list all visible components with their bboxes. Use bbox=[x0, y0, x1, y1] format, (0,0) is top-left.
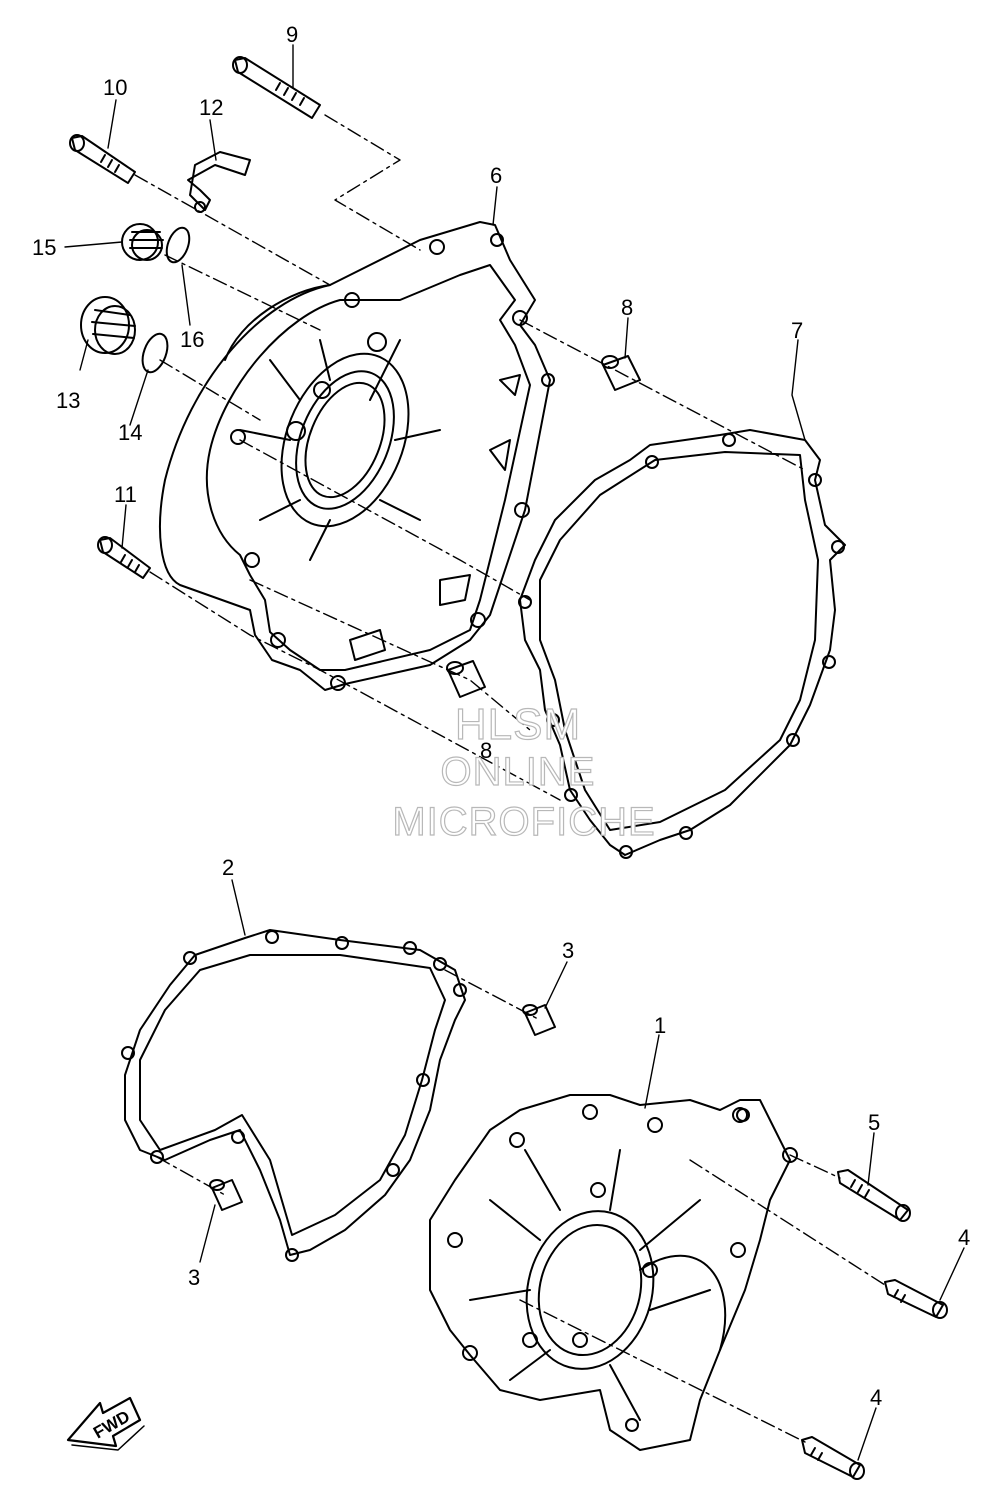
callout-2: 2 bbox=[222, 855, 234, 880]
clip-12 bbox=[187, 151, 251, 213]
fwd-direction-arrow bbox=[66, 1396, 145, 1451]
callout-16: 16 bbox=[180, 327, 204, 352]
bolt-10 bbox=[69, 134, 136, 184]
callout-15: 15 bbox=[32, 235, 56, 260]
lower-gasket bbox=[121, 929, 467, 1262]
plug-13 bbox=[80, 296, 136, 355]
callout-11: 11 bbox=[114, 482, 137, 507]
bolt-4-lower bbox=[801, 1436, 865, 1480]
callout-8-upper: 8 bbox=[621, 295, 633, 320]
callout-6: 6 bbox=[490, 163, 502, 188]
watermark-line-2: ONLINE bbox=[440, 749, 596, 794]
callout-7: 7 bbox=[791, 318, 803, 343]
callout-12: 12 bbox=[199, 95, 223, 120]
callout-14: 14 bbox=[118, 420, 142, 445]
callout-1: 1 bbox=[654, 1013, 666, 1038]
fwd-label: FWD bbox=[90, 1407, 133, 1443]
bolt-4-upper bbox=[884, 1279, 948, 1319]
callout-8-lower: 8 bbox=[480, 738, 492, 763]
callout-10: 10 bbox=[103, 75, 127, 100]
callout-5: 5 bbox=[868, 1110, 880, 1135]
watermark-line-1: HLSM bbox=[454, 699, 582, 749]
leader-lines bbox=[64, 44, 965, 1461]
bolt-5 bbox=[837, 1169, 911, 1222]
part-callouts: 9 10 12 6 15 8 7 16 13 14 11 8 2 3 1 5 4… bbox=[32, 22, 970, 1410]
plug-15 bbox=[121, 223, 164, 261]
callout-13: 13 bbox=[56, 388, 80, 413]
alignment-lines bbox=[134, 114, 886, 1443]
upper-crankcase-cover bbox=[159, 221, 555, 691]
upper-gasket bbox=[518, 429, 846, 859]
o-ring-14 bbox=[141, 332, 169, 374]
callout-4-upper: 4 bbox=[958, 1225, 970, 1250]
bolt-9 bbox=[232, 56, 321, 119]
callout-9: 9 bbox=[286, 22, 298, 47]
dowel-3-upper bbox=[522, 1004, 556, 1036]
callout-3-lower: 3 bbox=[188, 1265, 200, 1290]
callout-3-upper: 3 bbox=[562, 938, 574, 963]
callout-4-lower: 4 bbox=[870, 1385, 882, 1410]
dowel-8-lower bbox=[446, 660, 486, 698]
watermark-line-3: MICROFICHE bbox=[392, 799, 656, 844]
o-ring-16 bbox=[165, 226, 191, 264]
bolt-11 bbox=[97, 536, 151, 579]
lower-crankcase-cover bbox=[429, 1094, 798, 1451]
